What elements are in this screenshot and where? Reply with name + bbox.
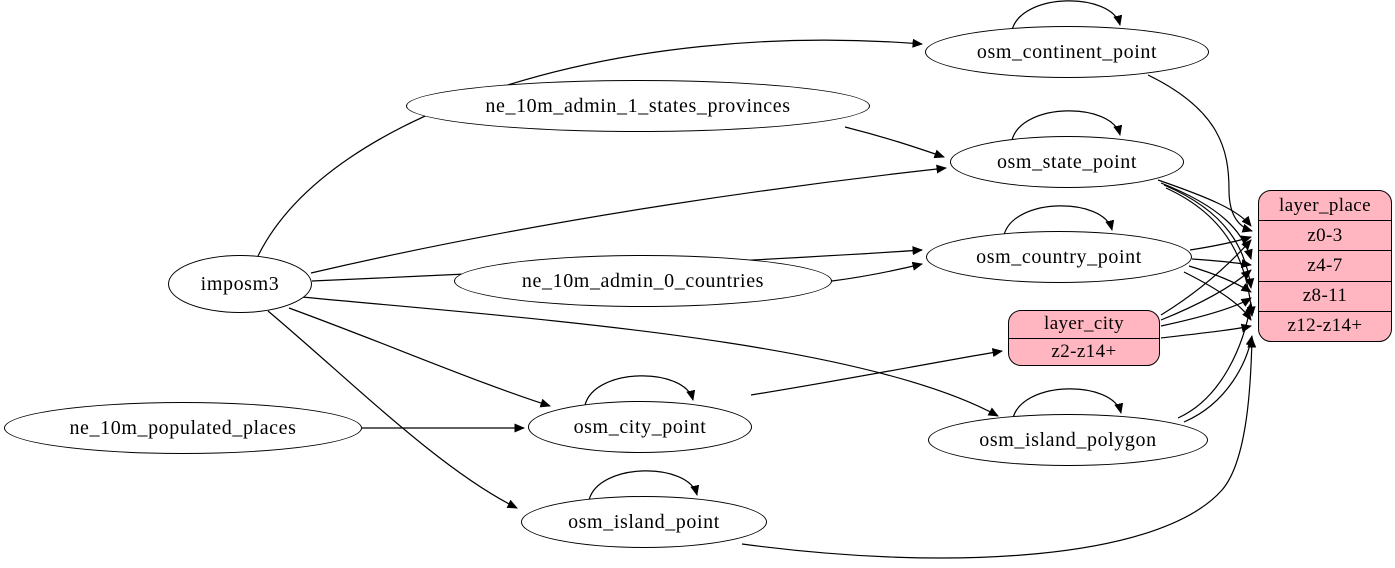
edge-imposm3-osm_state_point — [310, 164, 947, 274]
node-layer_place: layer_place z0-3 z4-7 z8-11 z12-z14+ — [1258, 190, 1392, 342]
node-label: ne_10m_admin_0_countries — [521, 269, 765, 292]
edge-selfloop-osm_continent_point — [1011, 0, 1123, 31]
node-osm_country_point: osm_country_point — [926, 231, 1192, 283]
edge-osm_country_point-layer_place-z0-3 — [1189, 235, 1252, 251]
layer-city-title: layer_city — [1009, 311, 1159, 339]
node-label: ne_10m_admin_1_states_provinces — [485, 94, 791, 117]
node-ne_10m_populated_places: ne_10m_populated_places — [4, 402, 362, 454]
edge-imposm3-osm_island_polygon — [301, 296, 999, 417]
node-label: osm_city_point — [573, 415, 707, 438]
node-osm_continent_point: osm_continent_point — [925, 26, 1209, 78]
node-label: osm_island_polygon — [979, 428, 1157, 451]
edge-ne_10m_admin_0_countries-osm_country_point — [831, 261, 923, 282]
edge-layer_city-layer_place-z12-z14 — [1160, 323, 1252, 339]
layer-place-title: layer_place — [1259, 191, 1391, 222]
node-label: osm_continent_point — [976, 40, 1158, 63]
layer-city-row-z2-z14: z2-z14+ — [1051, 340, 1117, 362]
edge-selfloop-osm_island_point — [588, 470, 700, 501]
edge-layer_city-layer_place-z8-11 — [1160, 297, 1252, 327]
node-label: osm_island_point — [568, 510, 720, 533]
edge-selfloop-osm_island_polygon — [1012, 388, 1124, 419]
edge-imposm3-osm_city_point — [288, 307, 551, 408]
edge-osm_country_point-layer_place-z12-z14 — [1183, 271, 1252, 321]
edge-selfloop-osm_country_point — [1003, 205, 1115, 236]
edge-layer_city-layer_place-z4-7 — [1160, 269, 1252, 321]
node-label: imposm3 — [200, 272, 280, 295]
layer-place-row-z8-11: z8-11 — [1259, 282, 1391, 312]
edge-osm_country_point-layer_place-z8-11 — [1188, 265, 1252, 293]
node-osm_city_point: osm_city_point — [528, 401, 752, 453]
edge-imposm3-osm_continent_point — [257, 38, 923, 257]
edge-selfloop-osm_state_point — [1011, 110, 1123, 141]
node-osm_island_polygon: osm_island_polygon — [928, 414, 1208, 466]
layer-place-row-z4-7: z4-7 — [1259, 251, 1391, 282]
node-label: osm_state_point — [996, 150, 1138, 173]
layer-place-row-z12-z14: z12-z14+ — [1287, 315, 1363, 337]
node-osm_island_point: osm_island_point — [521, 496, 767, 548]
node-osm_state_point: osm_state_point — [950, 136, 1184, 188]
node-ne_10m_admin_1_states_provinces: ne_10m_admin_1_states_provinces — [406, 80, 870, 132]
node-label: ne_10m_populated_places — [69, 416, 297, 439]
edge-osm_country_point-layer_place-z4-7 — [1191, 258, 1252, 269]
node-imposm3: imposm3 — [168, 255, 312, 313]
edge-osm_state_point-layer_place-z0-3 — [1157, 179, 1252, 227]
edge-osm_city_point-layer_city-z2-z14 — [750, 348, 1003, 396]
edge-osm_continent_point-layer_place-z0-3 — [1147, 74, 1253, 233]
node-label: osm_country_point — [976, 245, 1142, 268]
edge-selfloop-osm_city_point — [584, 375, 696, 406]
node-ne_10m_admin_0_countries: ne_10m_admin_0_countries — [454, 255, 832, 307]
layer-place-row-z0-3: z0-3 — [1259, 221, 1391, 252]
edge-osm_island_polygon-layer_place-z8-11 — [1177, 302, 1254, 419]
edge-layer_city-layer_place-z0-3 — [1160, 239, 1252, 316]
node-layer_city: layer_city z2-z14+ — [1008, 310, 1160, 366]
edge-osm_island_point-layer_place-z12-z14 — [741, 337, 1257, 559]
edge-imposm3-osm_island_point — [267, 310, 518, 509]
edge-ne_10m_admin_1_states_provinces-osm_state_point — [844, 126, 945, 159]
